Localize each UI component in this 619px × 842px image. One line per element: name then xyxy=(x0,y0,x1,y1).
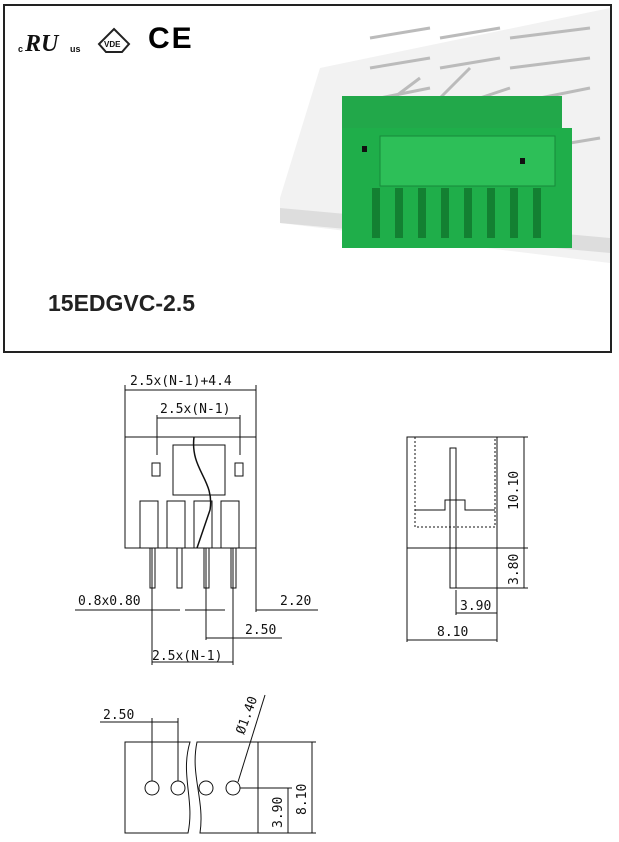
svg-text:c: c xyxy=(18,44,23,54)
svg-text:RU: RU xyxy=(24,31,60,56)
svg-text:3.90: 3.90 xyxy=(271,797,286,828)
svg-text:2.50: 2.50 xyxy=(103,708,134,723)
svg-text:10.10: 10.10 xyxy=(507,471,522,510)
svg-text:3.80: 3.80 xyxy=(507,554,522,585)
vde-certification-logo: VDE xyxy=(97,27,131,53)
svg-text:2.5x(N-1)+4.4: 2.5x(N-1)+4.4 xyxy=(130,374,232,389)
svg-text:2.50: 2.50 xyxy=(245,623,276,638)
svg-text:3.90: 3.90 xyxy=(460,599,491,614)
svg-text:2.5x(N-1): 2.5x(N-1) xyxy=(152,649,222,664)
product-panel xyxy=(3,4,612,353)
side-view-drawing: 10.10 3.80 3.90 8.10 xyxy=(406,436,528,642)
svg-text:VDE: VDE xyxy=(104,40,121,49)
svg-text:2.5x(N-1): 2.5x(N-1) xyxy=(160,402,230,417)
ul-certification-logo: c RU us xyxy=(18,31,81,56)
front-view-drawing: 2.5x(N-1)+4.4 2.5x(N-1) 0.8x0.80 2.20 2.… xyxy=(75,374,318,665)
ce-mark: CE xyxy=(148,22,194,55)
svg-text:8.10: 8.10 xyxy=(437,625,468,640)
svg-text:Ø1.40: Ø1.40 xyxy=(234,694,261,736)
pcb-layout-drawing: 2.50 Ø1.40 8.10 3.90 xyxy=(100,694,316,834)
svg-text:2.20: 2.20 xyxy=(280,594,311,609)
product-title: 15EDGVC-2.5 xyxy=(48,290,196,316)
svg-text:us: us xyxy=(70,44,81,54)
svg-text:0.8x0.80: 0.8x0.80 xyxy=(78,594,141,609)
svg-text:8.10: 8.10 xyxy=(295,784,310,815)
product-photo xyxy=(280,8,610,263)
